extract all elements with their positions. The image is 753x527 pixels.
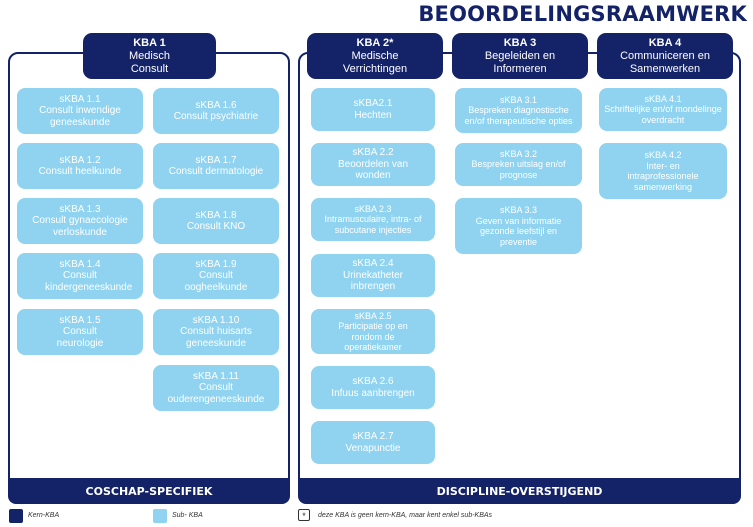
header-kba2: KBA 2* Medische Verrichtingen — [307, 33, 443, 79]
header-kba2-title: Medische Verrichtingen — [342, 49, 408, 75]
skba-name: Hechten — [354, 109, 392, 121]
skba-code: sKBA 1.6 — [195, 99, 237, 111]
header-kba3-code: KBA 3 — [503, 36, 537, 49]
skba-name: Consult psychiatrie — [173, 111, 259, 122]
skba-code: sKBA 3.1 — [499, 94, 538, 105]
header-kba1-title: Medisch Consult — [129, 49, 170, 75]
header-kba2-code: KBA 2* — [356, 36, 394, 49]
header-kba4-code: KBA 4 — [648, 36, 682, 49]
skba-name: Inter- en intraprofessionele samenwerkin… — [627, 160, 699, 192]
skba-name: Infuus aanbrengen — [331, 387, 415, 399]
skba-code: sKBA 4.2 — [644, 150, 682, 160]
skba-code: sKBA 3.3 — [499, 205, 538, 215]
skba-name: Geven van informatie gezonde leefstijl e… — [475, 215, 562, 247]
skba-code: sKBA 1.1 — [59, 93, 101, 105]
skba-code: sKBA 1.10 — [192, 314, 240, 326]
header-kba1: KBA 1 Medisch Consult — [83, 33, 216, 79]
skba-name: Bespreken uitslag en/of prognose — [471, 159, 566, 180]
skba-name: Consult dermatologie — [168, 166, 264, 177]
skba-code: sKBA 1.9 — [195, 258, 237, 270]
skba-name: Beoordelen van wonden — [337, 158, 409, 182]
skba-code: sKBA 2.4 — [352, 258, 394, 270]
skba-code: sKBA 1.3 — [59, 203, 101, 215]
legend-label-kern: Kern-KBA — [28, 512, 60, 519]
skba-name: Consult neurologie — [56, 326, 104, 349]
legend-swatch-kern — [9, 509, 23, 523]
skba-code: sKBA 2.6 — [352, 376, 394, 387]
skba-code: sKBA 2.5 — [354, 310, 392, 321]
legend-label-sub: Sub- KBA — [172, 512, 203, 519]
header-kba4: KBA 4 Communiceren en Samenwerken — [597, 33, 733, 79]
footer-coschap-specifiek: COSCHAP-SPECIFIEK — [8, 478, 290, 504]
skba-code: sKBA 4.1 — [644, 93, 682, 104]
skba-code: sKBA 2.7 — [352, 431, 394, 442]
skba-name: Intramusculaire, intra- of subcutane inj… — [324, 214, 422, 235]
skba-code: sKBA 2.2 — [352, 147, 394, 159]
skba-code: sKBA 2.3 — [354, 203, 392, 214]
header-kba3: KBA 3 Begeleiden en Informeren — [452, 33, 588, 79]
skba-name: Participatie op en rondom de operatiekam… — [338, 321, 408, 352]
skba-code: sKBA 3.2 — [499, 148, 538, 159]
skba-code: sKBA 1.5 — [59, 314, 101, 326]
page-title: BEOORDELINGSRAAMWERK — [418, 2, 747, 26]
skba-name: Bespreken diagnostische en/of therapeuti… — [464, 105, 573, 126]
skba-name: Consult kindergeneeskunde — [45, 270, 133, 293]
legend-note: deze KBA is geen kern-KBA, maar kent enk… — [318, 512, 493, 519]
skba-code: sKBA2.1 — [353, 98, 393, 109]
skba-name: Consult ouderengeneeskunde — [167, 382, 265, 405]
skba-name: Consult inwendige geneeskunde — [39, 105, 121, 128]
skba-name: Schriftelijke en/of mondelinge overdrach… — [604, 104, 722, 125]
legend-swatch-sub — [153, 509, 167, 523]
skba-code: sKBA 1.2 — [59, 154, 101, 166]
skba-name: Consult KNO — [186, 221, 246, 232]
header-kba1-code: KBA 1 — [133, 36, 166, 49]
footer-discipline-overstijgend: DISCIPLINE-OVERSTIJGEND — [298, 478, 741, 504]
skba-name: Urinekatheter inbrengen — [342, 269, 404, 293]
skba-code: sKBA 1.4 — [59, 258, 101, 270]
skba-name: Consult heelkunde — [38, 166, 122, 177]
header-kba3-title: Begeleiden en Informeren — [484, 49, 556, 75]
header-kba4-title: Communiceren en Samenwerken — [620, 49, 710, 75]
skba-code: sKBA 1.11 — [193, 370, 239, 382]
legend-star-box: * — [298, 509, 310, 521]
skba-name: Consult gynaecologie verloskunde — [32, 215, 128, 238]
skba-code: sKBA 1.8 — [195, 209, 237, 221]
skba-name: Venapunctie — [345, 442, 401, 454]
skba-code: sKBA 1.7 — [195, 154, 237, 166]
skba-name: Consult oogheelkunde — [184, 270, 248, 293]
legend-star-symbol: * — [302, 511, 306, 521]
skba-name: Consult huisarts geneeskunde — [180, 326, 252, 349]
